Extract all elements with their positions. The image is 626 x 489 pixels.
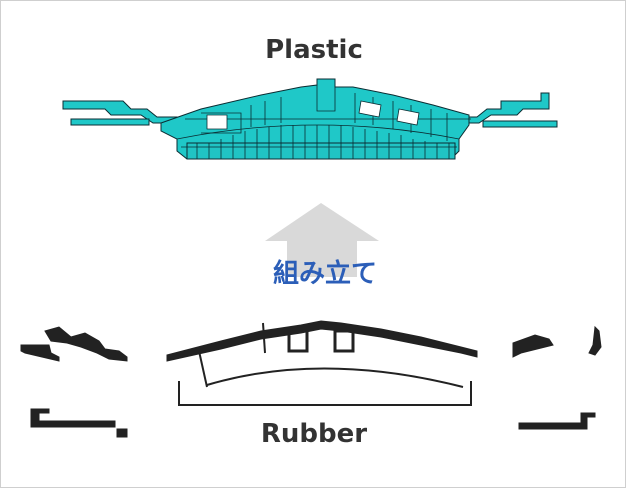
rubber-center-arch bbox=[166, 320, 478, 362]
plastic-right-clip bbox=[482, 120, 558, 128]
rubber-lower-arch bbox=[178, 381, 472, 406]
plastic-right-wing bbox=[456, 92, 550, 124]
rubber-right-upper bbox=[512, 334, 554, 358]
plastic-title: Plastic bbox=[265, 35, 363, 65]
plastic-left-clip bbox=[70, 118, 150, 126]
plastic-grid bbox=[176, 85, 471, 159]
rubber-right-lower bbox=[518, 412, 596, 430]
rubber-center-block-left bbox=[287, 329, 309, 353]
rubber-left-lip bbox=[44, 326, 128, 362]
rubber-title: Rubber bbox=[260, 419, 368, 449]
rubber-left-upper bbox=[20, 344, 60, 362]
rubber-right-tip bbox=[588, 325, 602, 356]
assembly-arrow bbox=[265, 203, 379, 277]
assembly-label: 組み立て bbox=[272, 259, 377, 289]
rubber-left-lower bbox=[30, 408, 116, 428]
rubber-left-lower-tab bbox=[116, 428, 128, 438]
rubber-center-block-right bbox=[333, 329, 355, 353]
